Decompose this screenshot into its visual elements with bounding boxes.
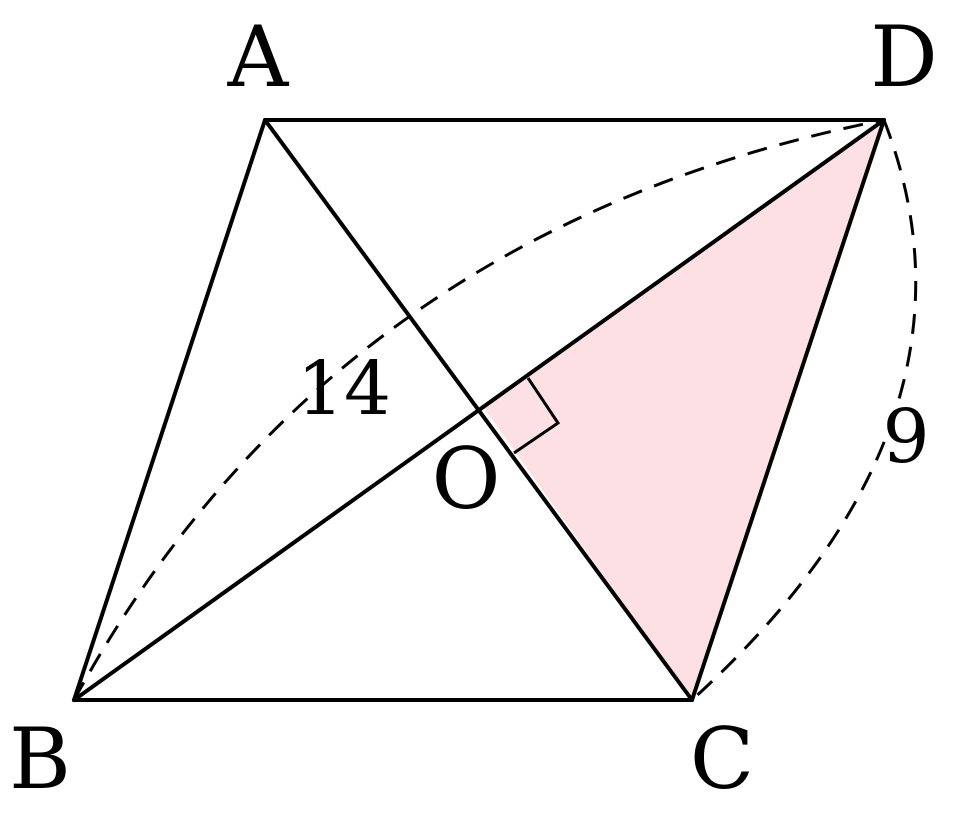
label-a: A <box>227 8 290 106</box>
measure-bd: 14 <box>297 346 391 432</box>
diagonal-bd <box>72 118 886 702</box>
shaded-triangle-ocd <box>484 120 884 700</box>
label-b: B <box>9 710 71 808</box>
measure-cd: 9 <box>882 394 929 480</box>
dashed-arc-cd <box>690 119 918 702</box>
label-o: O <box>432 430 501 528</box>
dashed-arc-bd <box>72 118 885 701</box>
side-ab <box>72 118 267 702</box>
side-cd <box>690 118 886 702</box>
label-d: D <box>870 8 937 106</box>
label-c: C <box>690 710 754 808</box>
right-angle-marker <box>513 377 561 455</box>
